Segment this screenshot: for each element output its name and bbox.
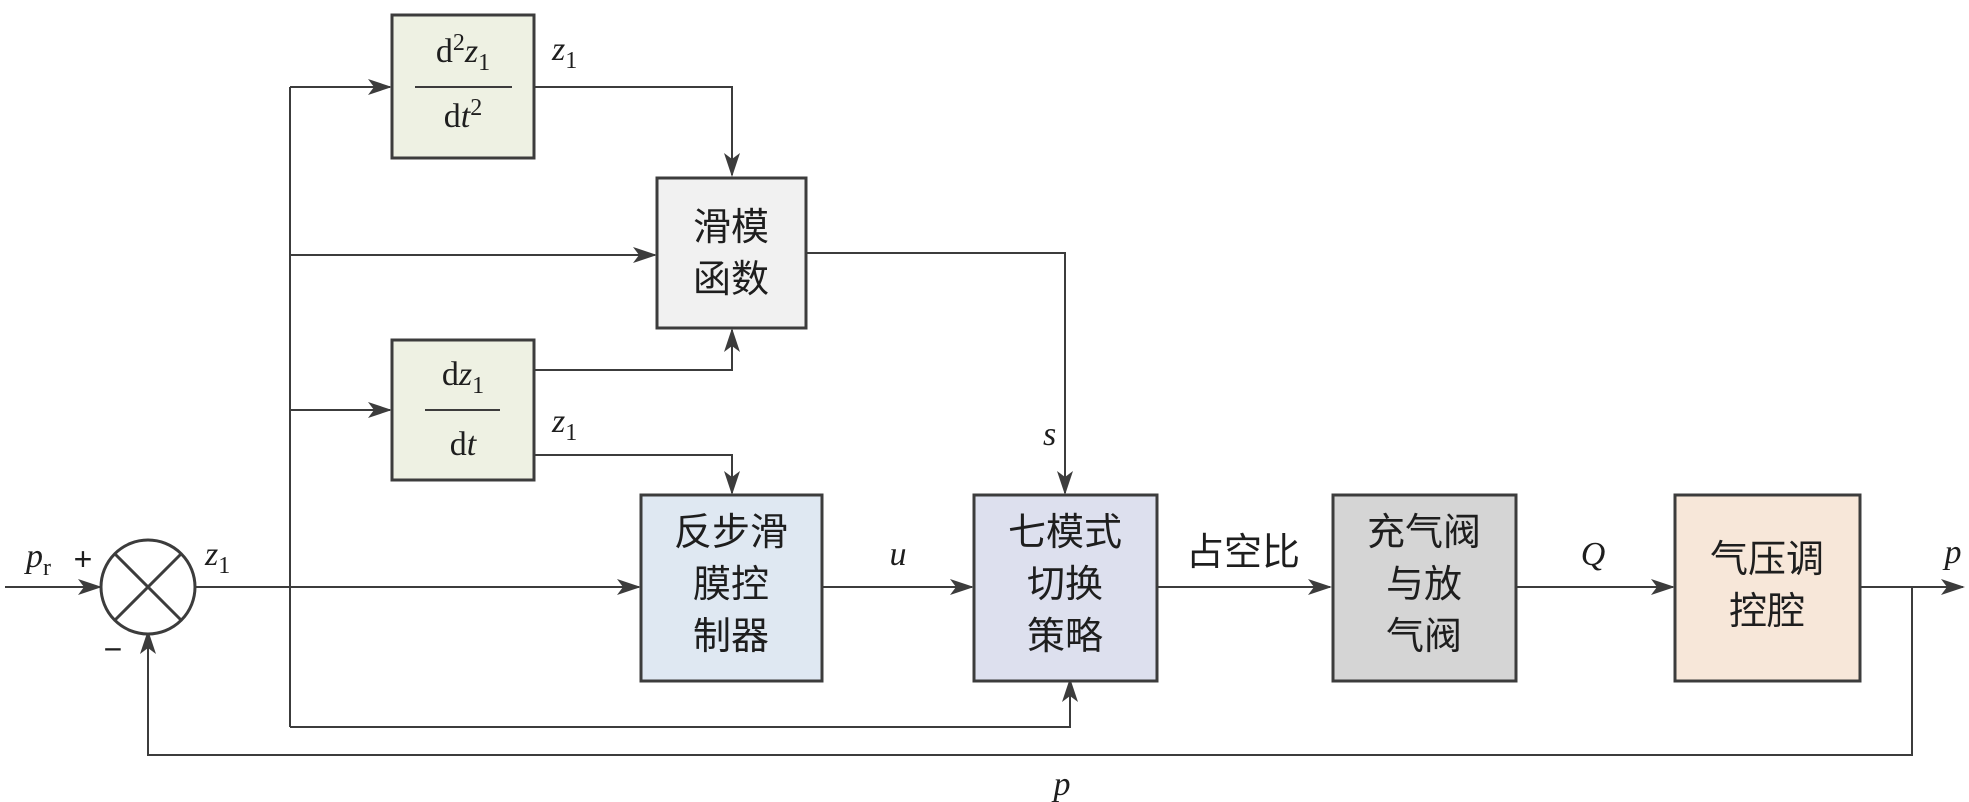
label-p-feedback: p — [1052, 766, 1071, 802]
connections — [5, 79, 1965, 756]
wire-d1-to-controller — [534, 454, 740, 495]
signal-labels: pr z1 z1 z1 s u 占空比 Q p p — [24, 31, 1962, 802]
sliding-function-line1: 滑模 — [693, 205, 769, 249]
pressure-chamber-block: 气压调 控腔 — [1673, 493, 1862, 683]
label-Q: Q — [1581, 536, 1606, 573]
sliding-function-line2: 函数 — [693, 257, 769, 301]
first-derivative-block: dz1 dt — [390, 338, 536, 482]
sliding-function-block: 滑模 函数 — [655, 176, 808, 330]
label-p-ref: pr — [24, 538, 51, 581]
controller-line1: 反步滑 — [674, 510, 788, 554]
second-derivative-numerator: d2z1 — [436, 30, 490, 76]
first-derivative-denominator: dt — [450, 426, 478, 463]
wire-d1-to-sliding — [534, 328, 740, 371]
label-duty-cycle: 占空比 — [1186, 530, 1300, 574]
switching-strategy-block: 七模式 切换 策略 — [972, 493, 1159, 683]
wire-z1-to-switching — [290, 678, 1078, 728]
minus-sign: − — [104, 631, 123, 667]
label-z1-top: z1 — [551, 31, 577, 74]
valve-line3: 气阀 — [1386, 614, 1462, 658]
label-p-out: p — [1943, 534, 1962, 571]
switching-line2: 切换 — [1027, 562, 1103, 606]
valve-block: 充气阀 与放 气阀 — [1331, 493, 1518, 683]
backstepping-controller-block: 反步滑 膜控 制器 — [639, 493, 824, 683]
plus-sign: + — [74, 541, 93, 577]
label-s: s — [1043, 416, 1056, 453]
label-z1-junction: z1 — [204, 536, 230, 579]
valve-line2: 与放 — [1386, 562, 1462, 606]
summing-junction: + − — [74, 538, 197, 667]
second-derivative-block: d2z1 dt2 — [390, 13, 536, 160]
controller-line2: 膜控 — [693, 562, 769, 606]
label-z1-mid: z1 — [551, 403, 577, 446]
wire-d2-to-sliding — [534, 86, 740, 177]
wire-s-to-switching — [806, 252, 1073, 495]
first-derivative-numerator: dz1 — [442, 356, 484, 399]
controller-line3: 制器 — [693, 614, 769, 658]
valve-line1: 充气阀 — [1367, 510, 1481, 554]
chamber-line2: 控腔 — [1729, 589, 1805, 633]
wire-feedback-p — [140, 587, 1913, 756]
switching-line1: 七模式 — [1008, 510, 1122, 554]
label-u: u — [890, 536, 907, 573]
second-derivative-denominator: dt2 — [444, 95, 482, 135]
chamber-line1: 气压调 — [1710, 537, 1824, 581]
switching-line3: 策略 — [1027, 614, 1103, 658]
